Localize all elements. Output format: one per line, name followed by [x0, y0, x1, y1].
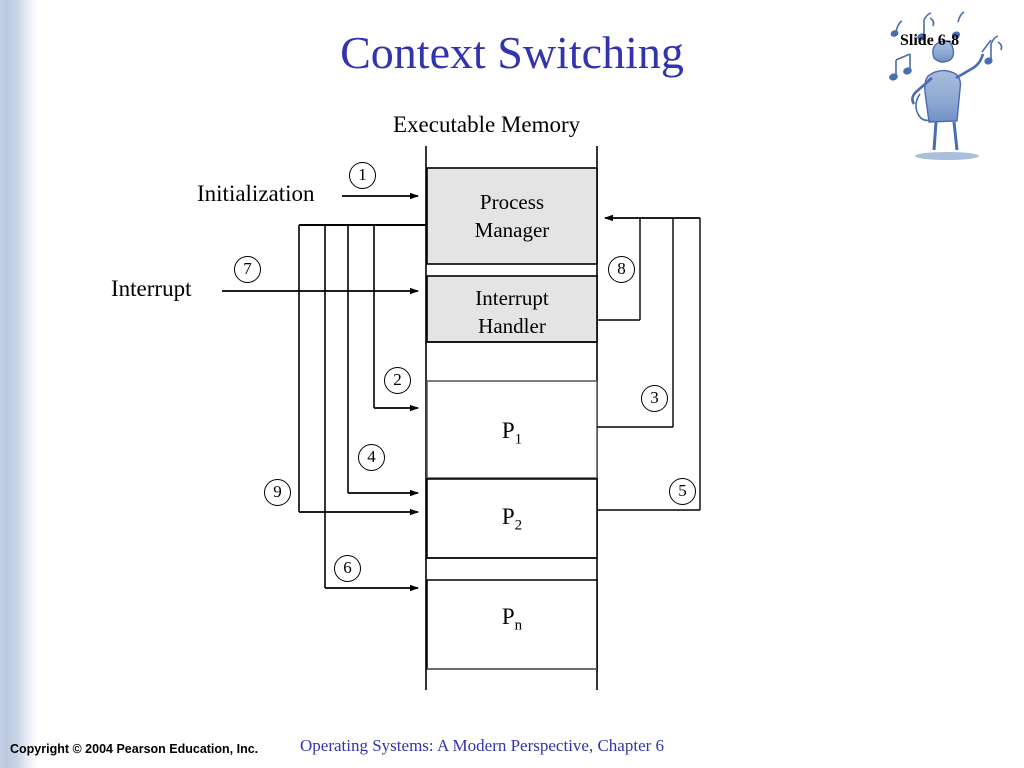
block-label-process-n: Pn: [427, 604, 597, 635]
step-marker-3: 3: [641, 385, 668, 412]
step-marker-6: 6: [334, 555, 361, 582]
step-marker-9: 9: [264, 479, 291, 506]
step-marker-1: 1: [349, 162, 376, 189]
block-label-process-manager: Process Manager: [427, 188, 597, 244]
block-label-interrupt-handler-line1: Interrupt: [475, 286, 549, 310]
block-label-interrupt-handler: Interrupt Handler: [427, 284, 597, 340]
step-marker-2: 2: [384, 367, 411, 394]
block-label-process-n-base: P: [501, 604, 515, 629]
step-marker-7: 7: [234, 256, 261, 283]
block-label-process-1-sub: 1: [514, 431, 523, 448]
slide-number: Slide 6-8: [900, 32, 960, 49]
arrow-return-to-process-manager: [597, 214, 701, 511]
step-marker-4: 4: [358, 444, 385, 471]
memory-column-title: Executable Memory: [393, 112, 581, 137]
label-initialization: Initialization: [197, 181, 315, 206]
memory-separators: [427, 341, 597, 670]
footer-book-reference: Operating Systems: A Modern Perspective,…: [300, 736, 665, 755]
block-label-process-2-base: P: [501, 504, 515, 529]
block-label-process-1: P1: [427, 418, 597, 449]
memory-block-process-2: [426, 478, 598, 559]
footer-copyright: Copyright © 2004 Pearson Education, Inc.: [10, 742, 259, 756]
page-title: Context Switching: [340, 27, 684, 78]
block-label-process-manager-line1: Process: [479, 190, 545, 214]
memory-block-process-n: [426, 579, 598, 670]
block-label-process-n-sub: n: [514, 617, 523, 634]
block-label-process-2-sub: 2: [514, 517, 523, 534]
block-label-process-manager-line2: Manager: [474, 218, 550, 242]
conductor-music-clipart: [889, 11, 1003, 160]
block-label-process-1-base: P: [501, 418, 515, 443]
block-label-process-2: P2: [427, 504, 597, 535]
left-bus: [298, 224, 426, 588]
memory-block-process-1: [426, 380, 598, 479]
block-label-interrupt-handler-line2: Handler: [478, 314, 546, 338]
label-interrupt: Interrupt: [111, 276, 192, 301]
slide-badge: Slide 6-8: [872, 6, 1012, 171]
step-marker-8: 8: [608, 256, 635, 283]
step-marker-5: 5: [669, 478, 696, 505]
memory-block-process-manager: [426, 167, 598, 265]
